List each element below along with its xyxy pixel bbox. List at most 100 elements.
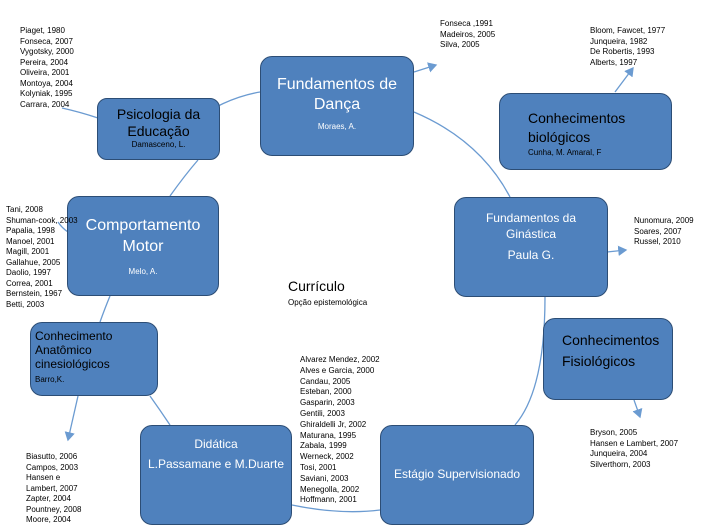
- node-psicologia-educacao[interactable]: Psicologia da Educação Damasceno, L.: [97, 98, 220, 160]
- reference-item: Menegolla, 2002: [300, 484, 360, 494]
- reference-item: Zabala, 1999: [300, 441, 347, 451]
- node-conhecimentos-biologicos-subtitle: Cunha, M. Amaral, F: [528, 148, 602, 157]
- arrow-biologicos-refs: [614, 66, 634, 93]
- reference-item: Papalia, 1998: [6, 226, 55, 235]
- references-danca: Fonseca ,1991 Madeiros, 2005 Silva, 2005: [440, 19, 495, 51]
- node-conhecimentos-biologicos[interactable]: Conhecimentos biológicos Cunha, M. Amara…: [499, 93, 672, 170]
- reference-item: Silva, 2005: [440, 40, 480, 49]
- reference-item: Junqueira, 1982: [590, 36, 648, 46]
- reference-item: Oliveira, 2001: [20, 68, 70, 77]
- node-conhecimentos-biologicos-title: Conhecimentos biológicos: [528, 110, 626, 145]
- node-fundamentos-ginastica-title: Fundamentos da Ginástica: [485, 211, 577, 241]
- reference-item: Bloom, Fawcet, 1977: [590, 26, 666, 35]
- reference-item: Junqueira, 2004: [590, 449, 648, 458]
- reference-item: De Robertis, 1993: [590, 47, 655, 56]
- references-fisiologicos: Bryson, 2005 Hansen e Lambert, 2007 Junq…: [590, 428, 678, 470]
- reference-item: Werneck, 2002: [300, 452, 354, 462]
- reference-item: Madeiros, 2005: [440, 29, 496, 39]
- reference-item: Russel, 2010: [634, 237, 681, 246]
- center-title: Currículo: [288, 278, 345, 294]
- reference-item: Bernstein, 1967: [6, 289, 63, 298]
- connector-motor-psicologia: [169, 159, 199, 197]
- reference-item: Soares, 2007: [634, 226, 682, 236]
- reference-item: Candau, 2005: [300, 376, 351, 386]
- reference-item: Gentili, 2003: [300, 408, 345, 418]
- node-fundamentos-ginastica-subtitle: Paula G.: [507, 248, 555, 262]
- arrow-ginastica-refs: [606, 245, 628, 256]
- reference-item: Alves e Garcia, 2000: [300, 365, 375, 375]
- reference-item: Carrara, 2004: [20, 99, 70, 109]
- arrow-danca-refs: [413, 62, 438, 73]
- reference-item: Campos, 2003: [26, 462, 79, 472]
- references-biologicos: Bloom, Fawcet, 1977 Junqueira, 1982 De R…: [590, 26, 665, 68]
- references-psicologia: Piaget, 1980 Fonseca, 2007 Vygotsky, 200…: [20, 26, 74, 110]
- center-subtitle: Opção epistemológica: [288, 298, 368, 307]
- reference-item: Hansen e Lambert, 2007: [590, 438, 679, 448]
- node-estagio-supervisionado[interactable]: Estágio Supervisionado: [380, 425, 534, 525]
- reference-item: Zapter, 2004: [26, 494, 71, 503]
- connector-didatica-anatomico: [149, 395, 171, 426]
- reference-item: Daolio, 1997: [6, 268, 51, 277]
- reference-item: Gallahue, 2005: [6, 257, 61, 267]
- node-comportamento-motor-title: Comportamento Motor: [85, 217, 201, 255]
- reference-item: Alberts, 1997: [590, 57, 638, 67]
- reference-item: Gasparin, 2003: [300, 398, 355, 408]
- reference-item: Piaget, 1980: [20, 26, 65, 35]
- reference-item: Ghiraldelli Jr, 2002: [300, 419, 367, 429]
- reference-item: Maturana, 1995: [300, 430, 357, 440]
- reference-item: Betti, 2003: [6, 299, 45, 309]
- reference-item: Correa, 2001: [6, 278, 53, 288]
- node-conhecimentos-fisiologicos[interactable]: Conhecimentos Fisiológicos: [543, 318, 673, 400]
- connector-estagio-didatica: [291, 504, 381, 513]
- references-ginastica: Nunomura, 2009 Soares, 2007 Russel, 2010: [634, 216, 694, 248]
- reference-item: Tosi, 2001: [300, 462, 337, 472]
- references-estagio: Alvarez Mendez, 2002 Alves e Garcia, 200…: [300, 355, 380, 506]
- reference-item: Nunomura, 2009: [634, 216, 694, 225]
- reference-item: Fonseca, 2007: [20, 36, 73, 46]
- reference-item: Shuman-cook, 2003: [6, 215, 78, 225]
- node-estagio-supervisionado-title: Estágio Supervisionado: [393, 467, 521, 481]
- reference-item: Kolyniak, 1995: [20, 89, 73, 98]
- reference-item: Hansen e: [26, 473, 61, 482]
- reference-item: Silverthorn, 2003: [590, 459, 651, 469]
- node-conhecimento-anatomico-title: Conhecimento Anatômico cinesiológicos: [35, 329, 113, 371]
- reference-item: Biasutto, 2006: [26, 452, 78, 461]
- reference-item: Lambert, 2007: [26, 483, 78, 493]
- references-anatomico: Biasutto, 2006 Campos, 2003 Hansen e Lam…: [26, 452, 81, 526]
- reference-item: Vygotsky, 2000: [20, 47, 74, 56]
- reference-item: Alvarez Mendez, 2002: [300, 355, 380, 364]
- node-didatica-title: Didática: [194, 437, 238, 451]
- node-fundamentos-danca[interactable]: Fundamentos de Dança Moraes, A.: [260, 56, 414, 156]
- node-comportamento-motor[interactable]: Comportamento Motor Melo, A.: [67, 196, 219, 296]
- node-comportamento-motor-subtitle: Melo, A.: [128, 267, 158, 276]
- connector-anatomico-motor: [99, 295, 111, 323]
- reference-item: Fonseca ,1991: [440, 19, 493, 28]
- node-didatica[interactable]: Didática L.Passamane e M.Duarte: [140, 425, 292, 525]
- node-didatica-subtitle: L.Passamane e M.Duarte: [147, 457, 285, 471]
- reference-item: Tani, 2008: [6, 205, 43, 214]
- node-psicologia-educacao-subtitle: Damasceno, L.: [131, 140, 186, 149]
- connector-danca-ginastica: [413, 111, 511, 198]
- node-fundamentos-ginastica[interactable]: Fundamentos da Ginástica Paula G.: [454, 197, 608, 297]
- node-conhecimentos-fisiologicos-title: Conhecimentos Fisiológicos: [562, 332, 660, 369]
- reference-item: Hoffmann, 2001: [300, 495, 357, 505]
- arrow-psicologia-refs: [61, 107, 99, 119]
- references-motor: Tani, 2008 Shuman-cook, 2003 Papalia, 19…: [6, 205, 78, 310]
- node-fundamentos-danca-title: Fundamentos de Dança: [276, 76, 398, 113]
- connector-ginastica-estagio: [514, 296, 546, 426]
- node-conhecimento-anatomico-subtitle: Barro,K.: [35, 375, 65, 384]
- reference-item: Pereira, 2004: [20, 57, 69, 67]
- reference-item: Moore, 2004: [26, 515, 71, 524]
- arrow-anatomico-refs: [64, 395, 79, 442]
- reference-item: Esteban, 2000: [300, 387, 352, 397]
- node-psicologia-educacao-title: Psicologia da Educação: [116, 106, 201, 139]
- reference-item: Saviani, 2003: [300, 473, 349, 483]
- arrow-fisiologicos-refs: [632, 399, 643, 419]
- node-fundamentos-danca-subtitle: Moraes, A.: [317, 122, 357, 131]
- reference-item: Magill, 2001: [6, 247, 50, 256]
- node-conhecimento-anatomico[interactable]: Conhecimento Anatômico cinesiológicos Ba…: [30, 322, 158, 396]
- reference-item: Bryson, 2005: [590, 428, 638, 437]
- reference-item: Pountney, 2008: [26, 504, 82, 514]
- reference-item: Montoya, 2004: [20, 78, 73, 88]
